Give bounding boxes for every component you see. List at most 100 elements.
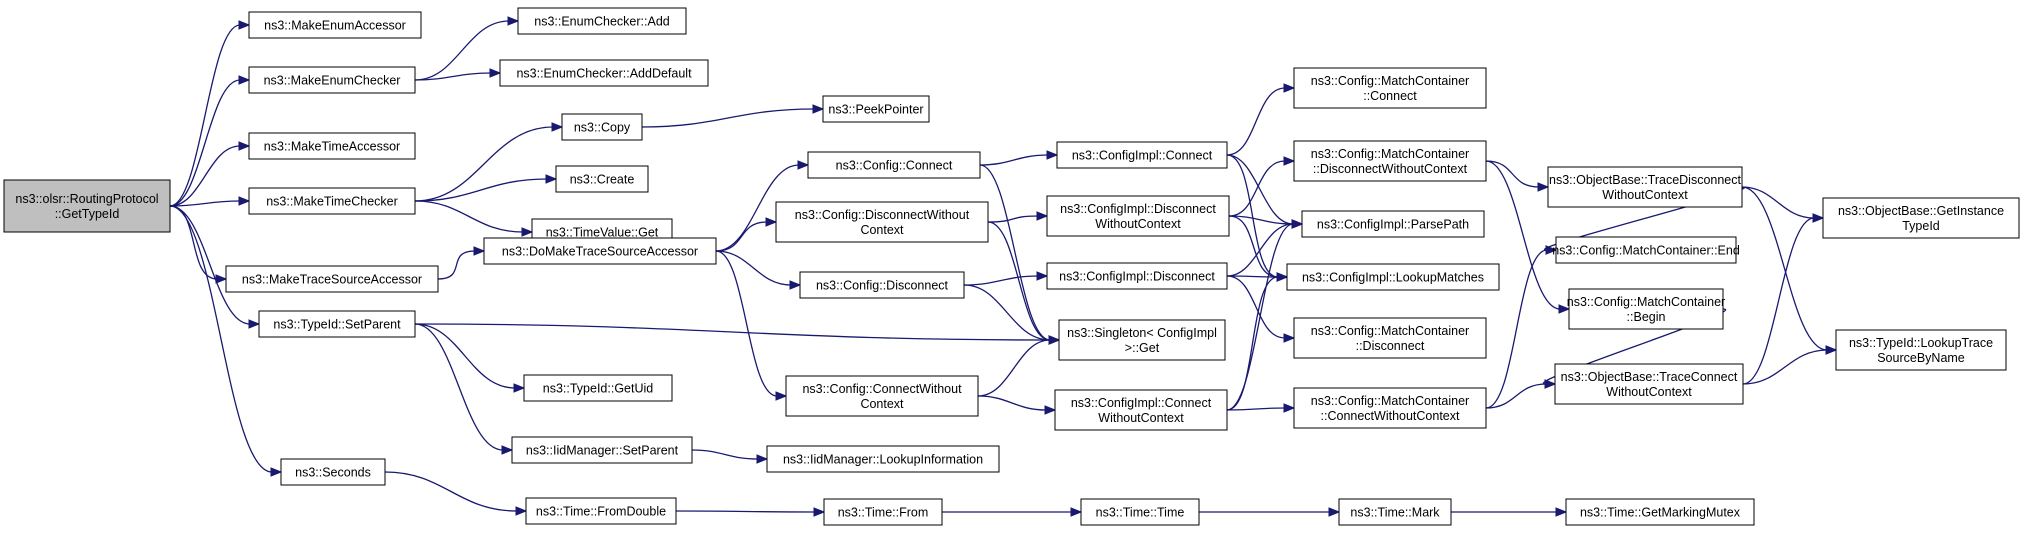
node-make-trace-source-accessor[interactable]: ns3::MakeTraceSourceAccessor bbox=[225, 265, 439, 293]
edge-match-container-disconnect-without-context-to-match-container-begin bbox=[1485, 160, 1571, 314]
edge-arrowhead bbox=[1070, 507, 1083, 517]
edge-config-impl-connect-without-context-to-match-container-connect-without-context bbox=[1226, 403, 1296, 413]
node-box bbox=[280, 458, 386, 486]
node-type-id-set-parent[interactable]: ns3::TypeId::SetParent bbox=[258, 310, 416, 338]
node-copy[interactable]: ns3::Copy bbox=[561, 113, 643, 141]
edge-root-to-type-id-set-parent bbox=[169, 205, 261, 329]
node-match-container-connect[interactable]: ns3::Config::MatchContainer::Connect bbox=[1293, 67, 1487, 109]
edge-arrowhead bbox=[238, 196, 251, 206]
node-peek-pointer[interactable]: ns3::PeekPointer bbox=[822, 95, 930, 123]
node-config-disconnect-without-context[interactable]: ns3::Config::DisconnectWithoutContext bbox=[775, 201, 989, 243]
node-label: ns3::Config::MatchContainer bbox=[1311, 147, 1469, 161]
node-box bbox=[523, 374, 673, 402]
node-config-disconnect[interactable]: ns3::Config::Disconnect bbox=[799, 271, 965, 299]
node-box bbox=[499, 59, 709, 87]
edge-object-base-trace-disconnect-without-context-to-type-id-lookup-trace-source-by-name bbox=[1741, 186, 1838, 355]
edge-line bbox=[1228, 160, 1286, 217]
node-type-id-get-uid[interactable]: ns3::TypeId::GetUid bbox=[523, 374, 673, 402]
node-label: ns3::MakeEnumAccessor bbox=[264, 19, 406, 33]
edge-line bbox=[437, 250, 476, 280]
node-object-base-trace-disconnect-without-context[interactable]: ns3::ObjectBase::TraceDisconnectWithoutC… bbox=[1547, 166, 1743, 208]
node-label: ns3::Copy bbox=[574, 121, 631, 135]
node-iid-manager-lookup-information[interactable]: ns3::IidManager::LookupInformation bbox=[766, 445, 1000, 473]
edge-line bbox=[987, 215, 1039, 223]
node-label: ns3::Time::From bbox=[838, 506, 929, 520]
edge-line bbox=[414, 126, 554, 202]
node-seconds[interactable]: ns3::Seconds bbox=[280, 458, 386, 486]
node-match-container-connect-without-context[interactable]: ns3::Config::MatchContainer::ConnectWith… bbox=[1293, 387, 1487, 429]
node-enum-checker-add-default[interactable]: ns3::EnumChecker::AddDefault bbox=[499, 59, 709, 87]
edge-make-enum-checker-to-enum-checker-add bbox=[414, 16, 520, 81]
node-create[interactable]: ns3::Create bbox=[555, 165, 649, 193]
node-enum-checker-add[interactable]: ns3::EnumChecker::Add bbox=[517, 7, 687, 35]
node-singleton-get[interactable]: ns3::Singleton< ConfigImpl >::Get bbox=[1058, 319, 1226, 361]
node-box bbox=[1835, 329, 2007, 371]
node-config-connect-without-context[interactable]: ns3::Config::ConnectWithoutContext bbox=[785, 375, 979, 417]
node-match-container-disconnect[interactable]: ns3::Config::MatchContainer::Disconnect bbox=[1293, 317, 1487, 359]
node-label: ns3::Config::MatchContainer bbox=[1567, 295, 1725, 309]
node-iid-manager-set-parent[interactable]: ns3::IidManager::SetParent bbox=[511, 436, 693, 464]
node-time-from-double[interactable]: ns3::Time::FromDouble bbox=[525, 497, 677, 525]
edge-line bbox=[169, 200, 241, 207]
edge-arrowhead bbox=[1036, 211, 1049, 221]
edge-line bbox=[1485, 160, 1540, 188]
edge-line bbox=[169, 205, 273, 473]
edge-line bbox=[1485, 383, 1547, 409]
node-make-time-checker[interactable]: ns3::MakeTimeChecker bbox=[248, 187, 416, 215]
edge-arrowhead bbox=[1283, 403, 1296, 413]
node-time-get-marking-mutex[interactable]: ns3::Time::GetMarkingMutex bbox=[1565, 498, 1755, 526]
node-config-connect[interactable]: ns3::Config::Connect bbox=[807, 151, 981, 179]
node-label: ns3::ConfigImpl::Connect bbox=[1071, 396, 1212, 410]
node-make-enum-checker[interactable]: ns3::MakeEnumChecker bbox=[248, 66, 416, 94]
node-time-time[interactable]: ns3::Time::Time bbox=[1080, 498, 1200, 526]
edge-line bbox=[1485, 249, 1548, 409]
node-make-time-accessor[interactable]: ns3::MakeTimeAccessor bbox=[248, 132, 416, 160]
node-make-enum-accessor[interactable]: ns3::MakeEnumAccessor bbox=[248, 11, 422, 39]
node-label: ::Disconnect bbox=[1356, 339, 1425, 353]
node-do-make-trace-source-accessor[interactable]: ns3::DoMakeTraceSourceAccessor bbox=[483, 237, 717, 265]
node-label: ::Connect bbox=[1363, 89, 1417, 103]
edge-arrowhead bbox=[1545, 245, 1558, 255]
node-time-value-get[interactable]: ns3::TimeValue::Get bbox=[531, 218, 673, 246]
edge-line bbox=[1485, 160, 1561, 310]
node-match-container-end[interactable]: ns3::Config::MatchContainer::End bbox=[1552, 236, 1740, 264]
edge-line bbox=[715, 250, 778, 397]
node-box bbox=[561, 113, 643, 141]
node-config-impl-lookup-matches[interactable]: ns3::ConfigImpl::LookupMatches bbox=[1286, 263, 1500, 291]
node-config-impl-parse-path[interactable]: ns3::ConfigImpl::ParsePath bbox=[1301, 210, 1485, 238]
node-root[interactable]: ns3::olsr::RoutingProtocol::GetTypeId bbox=[3, 179, 171, 233]
edge-do-make-trace-source-accessor-to-config-disconnect bbox=[715, 250, 802, 290]
node-config-impl-connect[interactable]: ns3::ConfigImpl::Connect bbox=[1056, 141, 1228, 169]
node-box bbox=[1547, 166, 1743, 208]
node-match-container-disconnect-without-context[interactable]: ns3::Config::MatchContainer::DisconnectW… bbox=[1293, 140, 1487, 182]
node-config-impl-connect-without-context[interactable]: ns3::ConfigImpl::ConnectWithoutContext bbox=[1054, 389, 1228, 431]
node-box bbox=[225, 265, 439, 293]
edge-arrowhead bbox=[1825, 345, 1838, 355]
node-label: ns3::MakeTimeChecker bbox=[266, 195, 398, 209]
node-time-from[interactable]: ns3::Time::From bbox=[823, 498, 943, 526]
node-time-mark[interactable]: ns3::Time::Mark bbox=[1338, 498, 1452, 526]
node-object-base-trace-connect-without-context[interactable]: ns3::ObjectBase::TraceConnectWithoutCont… bbox=[1554, 363, 1744, 405]
node-label: ns3::ConfigImpl::Connect bbox=[1072, 149, 1213, 163]
node-config-impl-disconnect-without-context[interactable]: ns3::ConfigImpl::DisconnectWithoutContex… bbox=[1046, 195, 1230, 237]
node-box bbox=[1286, 263, 1500, 291]
edge-line bbox=[414, 178, 548, 202]
node-config-impl-disconnect[interactable]: ns3::ConfigImpl::Disconnect bbox=[1046, 262, 1228, 290]
edge-arrowhead bbox=[1328, 507, 1341, 517]
node-label: ns3::ObjectBase::GetInstance bbox=[1838, 204, 2004, 218]
edge-seconds-to-time-from-double bbox=[384, 471, 528, 516]
edge-iid-manager-set-parent-to-iid-manager-lookup-information bbox=[691, 449, 769, 464]
edge-arrowhead bbox=[756, 454, 769, 464]
edge-root-to-make-enum-accessor bbox=[169, 20, 251, 207]
node-box bbox=[1293, 387, 1487, 429]
node-match-container-begin[interactable]: ns3::Config::MatchContainer::Begin bbox=[1567, 288, 1725, 330]
node-label: ns3::EnumChecker::AddDefault bbox=[516, 67, 692, 81]
edge-arrowhead bbox=[1291, 219, 1304, 229]
edge-line bbox=[1226, 276, 1279, 411]
node-label: ns3::ConfigImpl::Disconnect bbox=[1059, 270, 1215, 284]
edge-arrowhead bbox=[1555, 507, 1568, 517]
edge-arrowhead bbox=[551, 122, 564, 132]
edge-type-id-set-parent-to-type-id-get-uid bbox=[414, 323, 526, 393]
